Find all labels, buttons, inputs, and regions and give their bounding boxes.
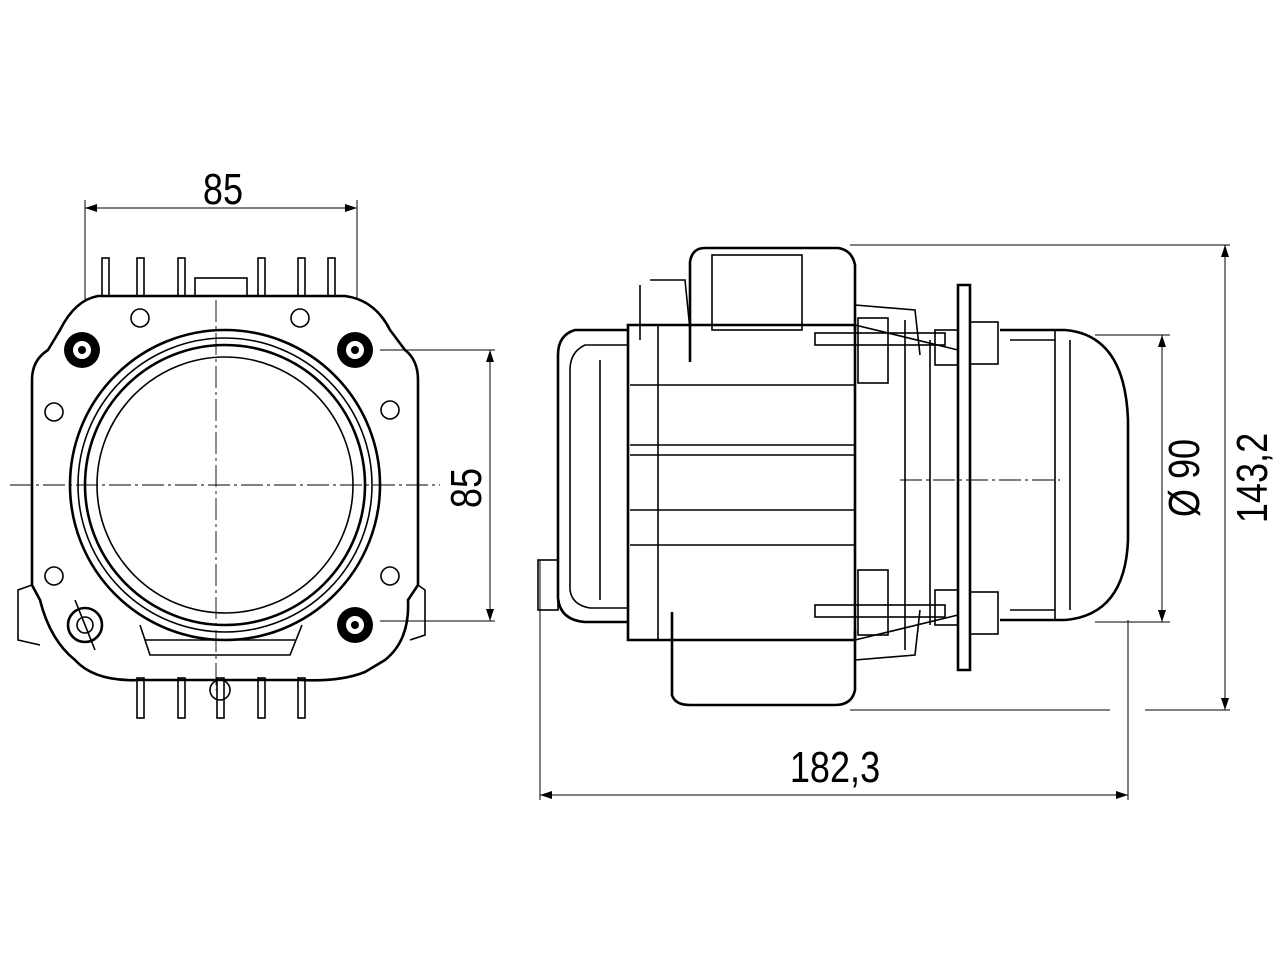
front-view: [10, 200, 495, 719]
side-main-body: [626, 323, 857, 642]
front-screws: [44, 308, 400, 651]
side-diameter-dimension: [1095, 334, 1170, 623]
side-height-dimension: [850, 244, 1230, 711]
side-bolts: [814, 304, 946, 661]
front-bottom-pins: [136, 677, 306, 719]
side-lens-housing: [1000, 328, 1130, 622]
side-lower-box: [670, 612, 857, 707]
side-length-dimension: [539, 560, 1129, 800]
front-top-pins: [101, 257, 336, 297]
front-width-dimension: [84, 200, 358, 300]
side-view: [537, 244, 1230, 800]
front-height-label: 85: [442, 467, 491, 509]
side-flange: [956, 283, 972, 672]
side-length-label: 182,3: [789, 743, 881, 792]
front-width-label: 85: [202, 165, 244, 214]
front-housing: [30, 294, 420, 682]
side-diameter-label: Ø 90: [1160, 438, 1209, 518]
front-height-dimension: [380, 349, 495, 622]
side-rear-cap: [556, 328, 628, 624]
side-height-label: 143,2: [1228, 432, 1277, 524]
side-upper-box: [688, 246, 857, 362]
